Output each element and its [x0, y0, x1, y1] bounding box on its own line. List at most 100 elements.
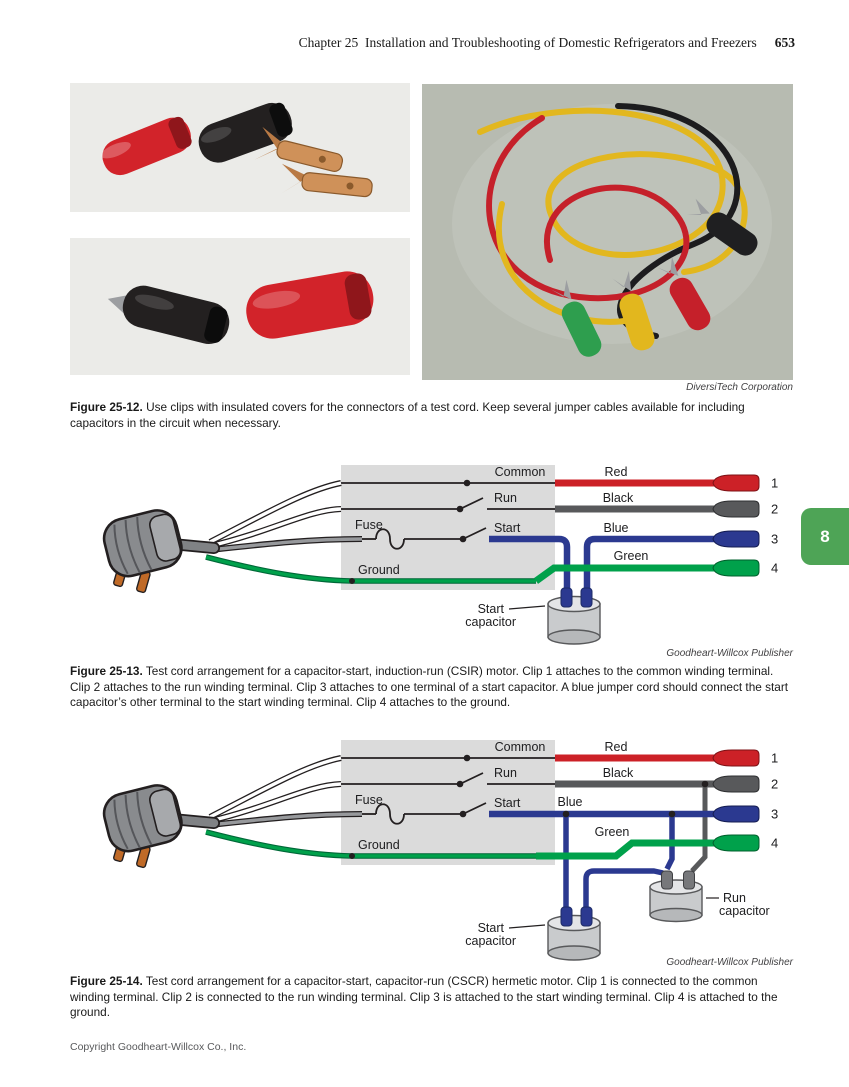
- power-plug: [102, 509, 220, 594]
- copper-alligator-clip-1: [254, 126, 344, 172]
- figure-25-14-caption-text: Test cord arrangement for a capacitor-st…: [70, 974, 778, 1019]
- label-start: Start: [494, 796, 521, 810]
- blue-wire-to-capacitor: [489, 535, 571, 596]
- label-run: Run: [494, 491, 517, 505]
- clip-number-2: 2: [771, 502, 778, 517]
- clip-number-3: 3: [771, 807, 778, 822]
- csir-test-cord-schematic: Common Red Run Black Fuse Start Blue Gre…: [102, 465, 778, 645]
- label-run-capacitor-2: capacitor: [719, 904, 770, 918]
- red-clip: [657, 256, 711, 331]
- fuse-symbol: [375, 528, 405, 550]
- green-ground-wire: [205, 555, 536, 583]
- figure-25-12-caption-label: Figure 25-12.: [70, 400, 143, 414]
- clip-4-green: [712, 559, 760, 577]
- photo-insulated-clips-art: [70, 238, 410, 375]
- junction-dots: [349, 479, 471, 584]
- label-start-capacitor-2: capacitor: [465, 615, 516, 629]
- clip-number-4: 4: [771, 836, 778, 851]
- gray-wire-to-run-capacitor: [690, 784, 708, 873]
- clip-number-3: 3: [771, 532, 778, 547]
- clip-1-red: [712, 474, 760, 492]
- clip-2-black: [712, 500, 760, 518]
- black-insulated-clip: [107, 285, 230, 344]
- figure-25-13-caption-label: Figure 25-13.: [70, 664, 143, 678]
- clip-number-4: 4: [771, 561, 778, 576]
- start-capacitor-leader: [508, 605, 546, 610]
- label-green: Green: [595, 825, 630, 839]
- label-common: Common: [495, 465, 546, 479]
- label-start: Start: [494, 521, 521, 535]
- label-run: Run: [494, 766, 517, 780]
- clip-number-1: 1: [771, 751, 778, 766]
- label-run-capacitor-1: Run: [723, 891, 746, 905]
- copyright-line: Copyright Goodheart-Willcox Co., Inc.: [70, 1041, 247, 1053]
- label-black: Black: [603, 491, 634, 505]
- clip-wires: [205, 479, 716, 596]
- figure-25-13-diagram: Common Red Run Black Fuse Start Blue Gre…: [60, 452, 800, 647]
- label-red: Red: [605, 740, 628, 754]
- photo-insulated-clips: [70, 238, 410, 375]
- label-fuse: Fuse: [355, 793, 383, 807]
- clip-2-black: [712, 775, 760, 793]
- page-number: 653: [774, 35, 795, 50]
- chapter-tab-number: 8: [820, 526, 830, 546]
- green-wire-thick: [536, 839, 716, 860]
- clip-number-2: 2: [771, 777, 778, 792]
- switch-box: [341, 740, 555, 865]
- figure-25-14-caption-label: Figure 25-14.: [70, 974, 143, 988]
- jumper-wires: [477, 103, 748, 339]
- red-insulator-boot: [100, 116, 192, 176]
- clip-wires: [205, 754, 716, 913]
- test-clips: [712, 474, 760, 577]
- label-start-capacitor-1: Start: [478, 602, 505, 616]
- page-header: Chapter 25 Installation and Troubleshoot…: [0, 35, 795, 51]
- clip-3-blue: [712, 530, 760, 548]
- run-capacitor: [649, 870, 703, 923]
- circuit-lines: [341, 757, 555, 825]
- figure-25-14-diagram: Common Red Run Black Fuse Start Blue Gre…: [60, 727, 800, 962]
- figure-25-12-caption: Figure 25-12. Use clips with insulated c…: [70, 400, 796, 431]
- cscr-test-cord-schematic: Common Red Run Black Fuse Start Blue Gre…: [102, 740, 778, 961]
- black-clip: [686, 198, 758, 256]
- label-black: Black: [603, 766, 634, 780]
- label-blue: Blue: [603, 521, 628, 535]
- label-green: Green: [614, 549, 649, 563]
- yellow-clip: [612, 271, 655, 351]
- photo-copper-clips-art: [70, 83, 410, 212]
- photo-jumper-cables-art: [422, 84, 793, 380]
- clip-3-blue: [712, 805, 760, 823]
- label-start-capacitor-2: capacitor: [465, 934, 516, 948]
- photo-jumper-cables: [422, 84, 793, 380]
- white-lead-wires: [208, 755, 363, 828]
- label-ground: Ground: [358, 563, 400, 577]
- label-red: Red: [605, 465, 628, 479]
- figure-25-14-credit: Goodheart-Willcox Publisher: [666, 957, 793, 968]
- copper-alligator-clip-2: [280, 163, 373, 198]
- test-clips: [712, 749, 760, 852]
- photo-copper-clips: [70, 83, 410, 212]
- label-common: Common: [495, 740, 546, 754]
- figure-25-14-caption: Figure 25-14. Test cord arrangement for …: [70, 974, 796, 1021]
- green-ground-wire: [205, 830, 536, 858]
- figure-25-12-credit: DiversiTech Corporation: [686, 382, 793, 393]
- black-insulator-boot: [198, 102, 293, 163]
- clip-4-green: [712, 834, 760, 852]
- power-plug: [102, 784, 220, 869]
- figure-25-13-credit: Goodheart-Willcox Publisher: [666, 648, 793, 659]
- start-capacitor-leader: [508, 924, 546, 929]
- label-ground: Ground: [358, 838, 400, 852]
- clip-number-1: 1: [771, 476, 778, 491]
- figure-25-13-caption: Figure 25-13. Test cord arrangement for …: [70, 664, 796, 711]
- start-capacitor: [547, 587, 601, 645]
- blue-jumper-start-to-run: [583, 868, 664, 911]
- label-start-capacitor-1: Start: [478, 921, 505, 935]
- circuit-lines: [341, 482, 555, 550]
- diagram-labels: Common Red Run Black Fuse Start Blue Gre…: [355, 465, 778, 629]
- red-insulated-clip: [246, 271, 374, 339]
- switch-box: [341, 465, 555, 590]
- label-fuse: Fuse: [355, 518, 383, 532]
- start-capacitor: [547, 906, 601, 961]
- green-wire-thick: [533, 564, 716, 584]
- clip-1-red: [712, 749, 760, 767]
